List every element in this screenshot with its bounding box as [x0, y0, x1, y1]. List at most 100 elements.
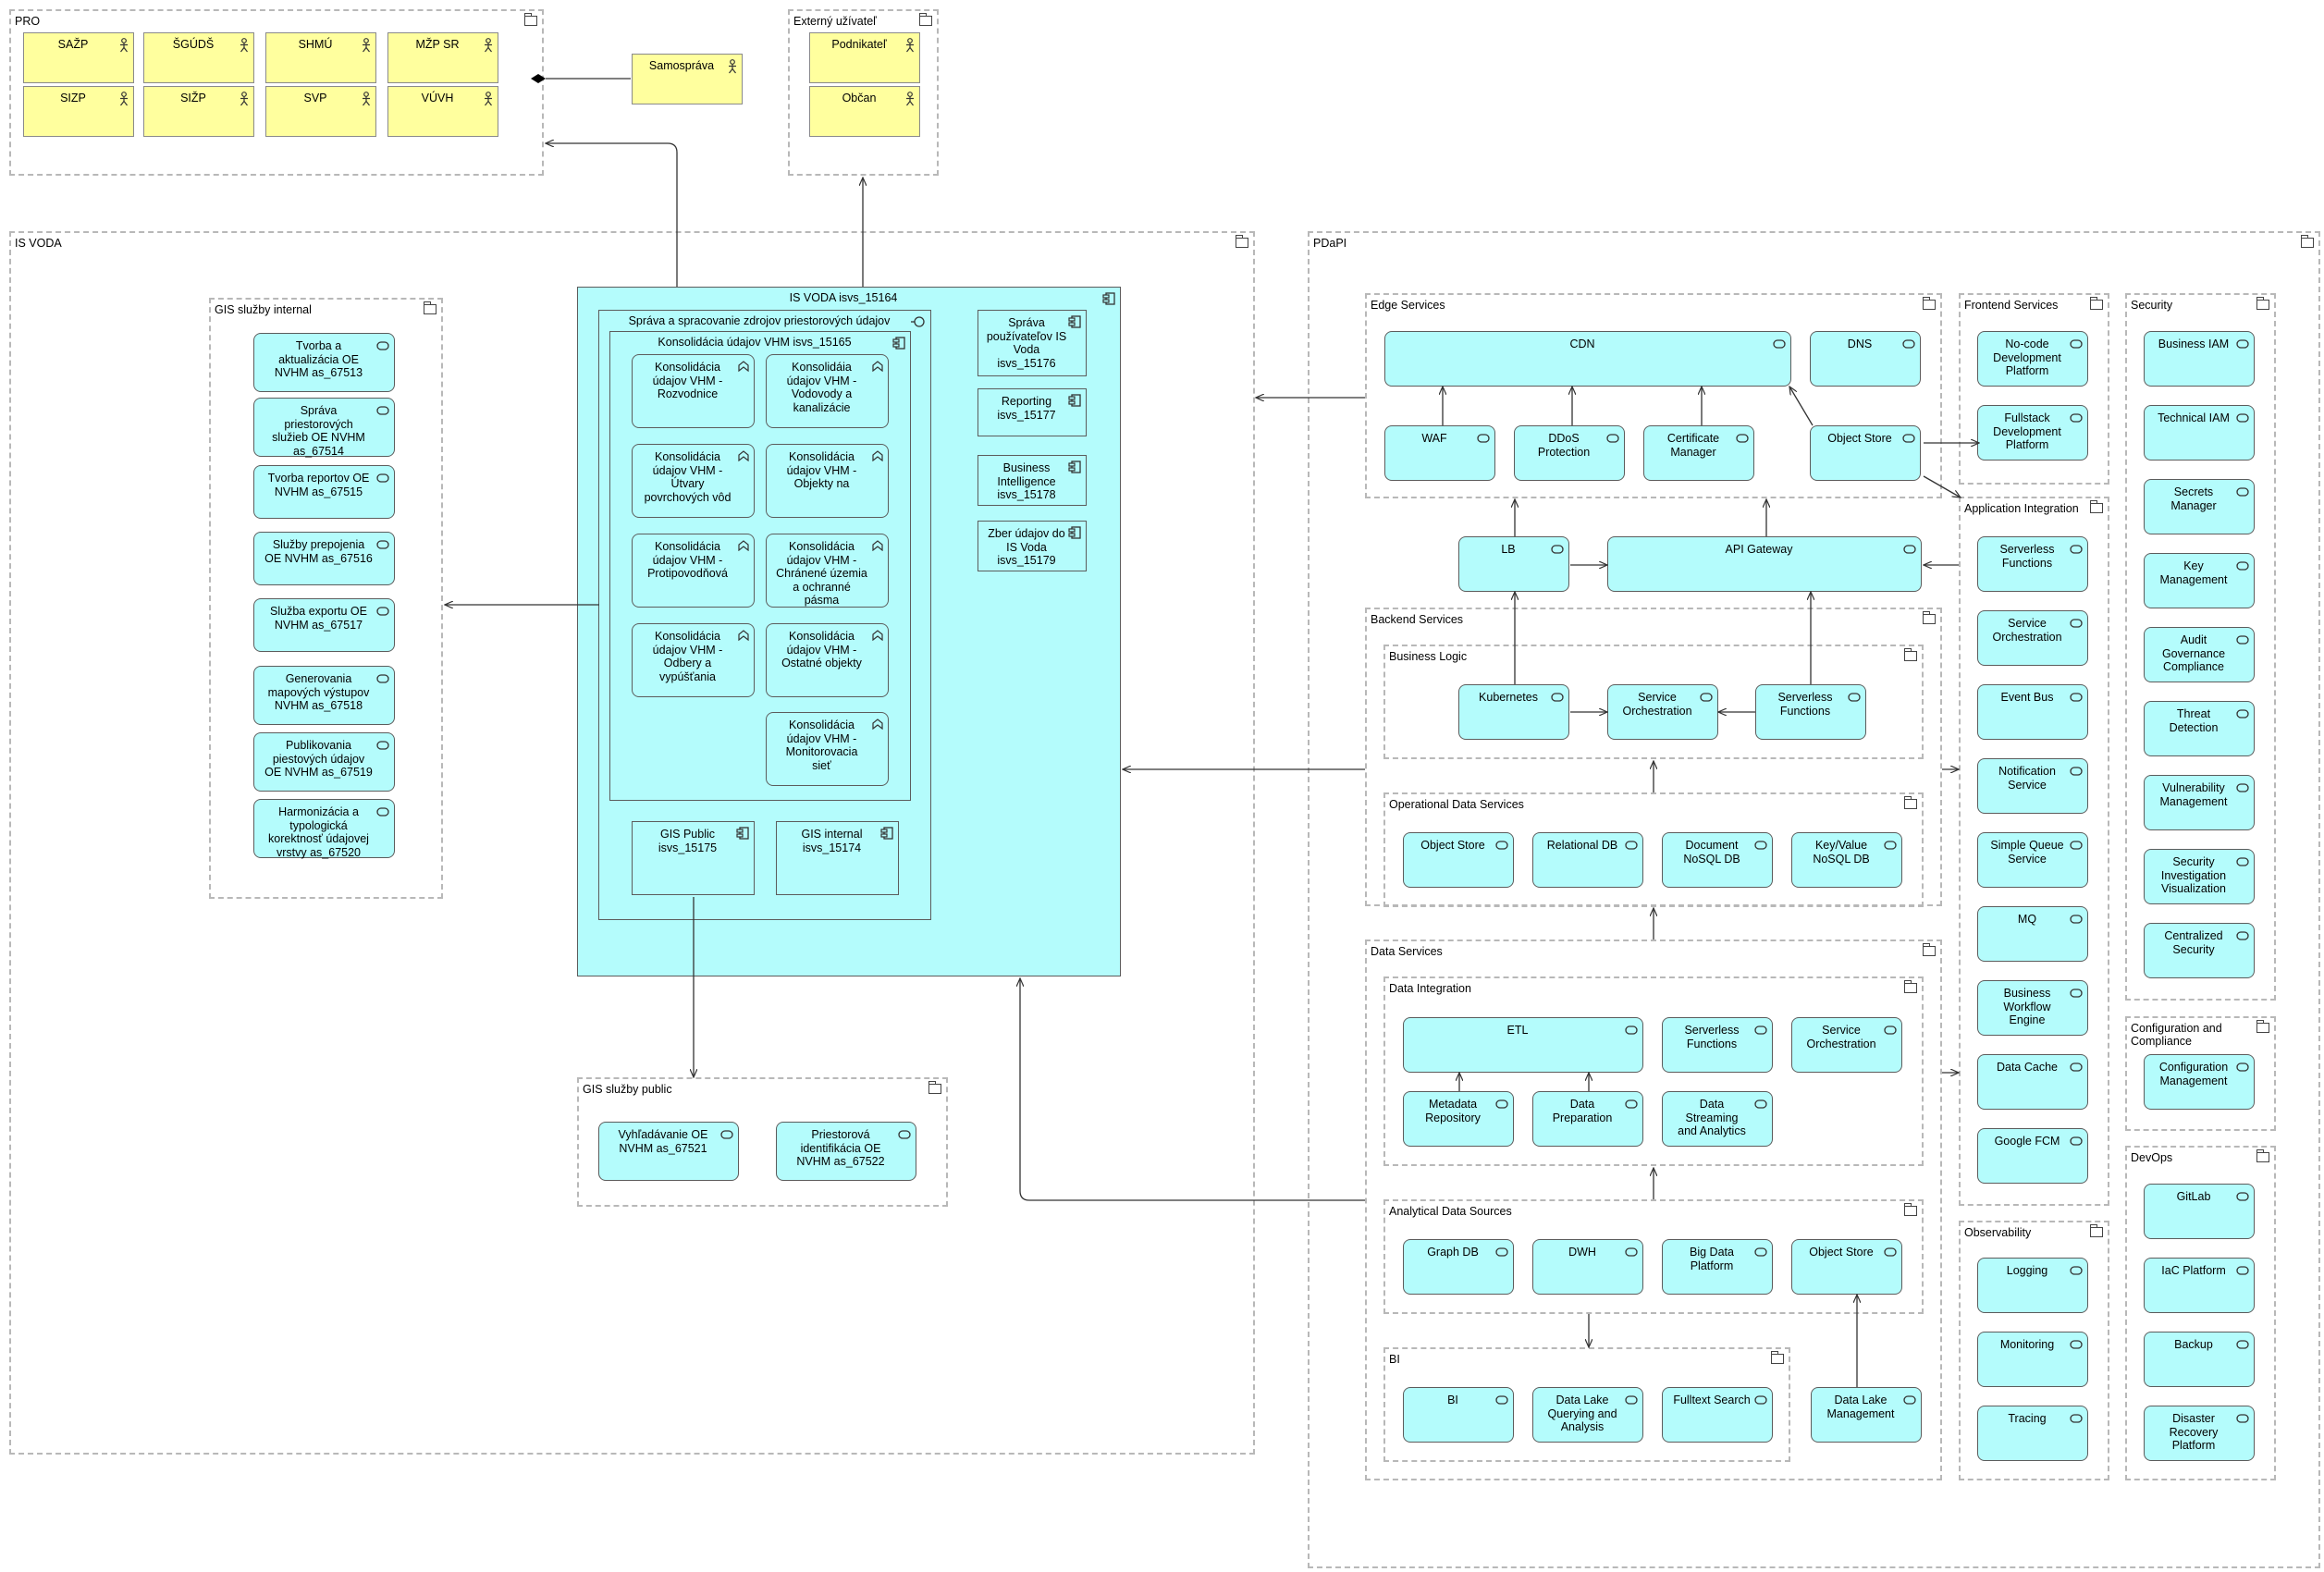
group-observability[interactable]: Observability	[1959, 1221, 2109, 1480]
service-object-store-op[interactable]: Object Store	[1403, 832, 1514, 888]
function-konsolidacia-9[interactable]: Konsolidácia údajov VHM - Monitorovacia …	[766, 712, 889, 786]
security-service-7[interactable]: Vulnerability Management	[2144, 775, 2255, 830]
group-frontend-services[interactable]: Frontend Services	[1959, 293, 2109, 485]
group-analytical-data-sources[interactable]: Analytical Data Sources	[1383, 1199, 1924, 1314]
service-big-data[interactable]: Big Data Platform	[1662, 1239, 1773, 1295]
function-konsolidacia-2[interactable]: Konsolidáia údajov VHM - Vodovody a kana…	[766, 354, 889, 428]
actor-sizp1[interactable]: SIZP	[23, 86, 134, 137]
app-integration-service-3[interactable]: Event Bus	[1977, 684, 2088, 740]
component-gis-internal[interactable]: GIS internal isvs_15174	[776, 821, 899, 895]
function-konsolidacia-6[interactable]: Konsolidácia údajov VHM - Chránené územi…	[766, 534, 889, 608]
actor-sazp[interactable]: SAŽP	[23, 32, 134, 83]
frontend-service-2[interactable]: Fullstack Development Platform	[1977, 405, 2088, 461]
group-externy-uzivatel[interactable]: Externý užívateľ	[788, 9, 939, 176]
frontend-service-1[interactable]: No-code Development Platform	[1977, 331, 2088, 387]
devops-service-2[interactable]: IaC Platform	[2144, 1258, 2255, 1313]
security-service-3[interactable]: Secrets Manager	[2144, 479, 2255, 534]
group-edge-services[interactable]: Edge Services	[1365, 293, 1942, 498]
security-service-6[interactable]: Threat Detection	[2144, 701, 2255, 756]
devops-service-4[interactable]: Disaster Recovery Platform	[2144, 1406, 2255, 1461]
observability-service-2[interactable]: Monitoring	[1977, 1332, 2088, 1387]
service-key-value-db[interactable]: Key/Value NoSQL DB	[1791, 832, 1902, 888]
group-devops[interactable]: DevOps	[2125, 1146, 2276, 1480]
app-integration-service-2[interactable]: Service Orchestration	[1977, 610, 2088, 666]
actor-mzp[interactable]: MŽP SR	[387, 32, 498, 83]
gis-public-service-2[interactable]: Priestorová identifikácia OE NVHM as_675…	[776, 1122, 916, 1181]
group-security[interactable]: Security	[2125, 293, 2276, 1001]
gis-internal-service-5[interactable]: Služba exportu OE NVHM as_67517	[253, 598, 395, 652]
app-integration-service-1[interactable]: Serverless Functions	[1977, 536, 2088, 592]
service-metadata-repository[interactable]: Metadata Repository	[1403, 1091, 1514, 1147]
function-konsolidacia-1[interactable]: Konsolidácia údajov VHM - Rozvodnice	[632, 354, 755, 428]
observability-service-3[interactable]: Tracing	[1977, 1406, 2088, 1461]
actor-obcan[interactable]: Občan	[809, 86, 920, 137]
service-data-lake-querying[interactable]: Data Lake Querying and Analysis	[1532, 1387, 1643, 1443]
function-konsolidacia-4[interactable]: Konsolidácia údajov VHM - Objekty na	[766, 444, 889, 518]
service-object-store-edge[interactable]: Object Store	[1810, 425, 1921, 481]
service-ddos-protection[interactable]: DDoS Protection	[1514, 425, 1625, 481]
security-service-2[interactable]: Technical IAM	[2144, 405, 2255, 461]
observability-service-1[interactable]: Logging	[1977, 1258, 2088, 1313]
service-relational-db[interactable]: Relational DB	[1532, 832, 1643, 888]
gis-internal-service-2[interactable]: Správa priestorových služieb OE NVHM as_…	[253, 398, 395, 458]
security-service-5[interactable]: Audit Governance Compliance	[2144, 627, 2255, 682]
actor-shmu[interactable]: SHMÚ	[265, 32, 376, 83]
devops-service-3[interactable]: Backup	[2144, 1332, 2255, 1387]
app-integration-service-8[interactable]: Data Cache	[1977, 1054, 2088, 1110]
app-integration-service-5[interactable]: Simple Queue Service	[1977, 832, 2088, 888]
service-data-preparation[interactable]: Data Preparation	[1532, 1091, 1643, 1147]
group-data-services[interactable]: Data Services	[1365, 940, 1942, 1480]
service-data-lake-management[interactable]: Data Lake Management	[1811, 1387, 1922, 1443]
function-konsolidacia-3[interactable]: Konsolidácia údajov VHM - Útvary povrcho…	[632, 444, 755, 518]
gis-internal-service-6[interactable]: Generovania mapových výstupov NVHM as_67…	[253, 666, 395, 725]
component-sprava-pouzivatelov[interactable]: Správa používateľov IS Voda isvs_15176	[978, 310, 1087, 376]
service-document-db[interactable]: Document NoSQL DB	[1662, 832, 1773, 888]
service-object-store-analytical[interactable]: Object Store	[1791, 1239, 1902, 1295]
group-gis-internal[interactable]: GIS služby internal	[209, 298, 443, 899]
function-konsolidacia-7[interactable]: Konsolidácia údajov VHM - Odbery a vypúš…	[632, 623, 755, 697]
service-fulltext-search[interactable]: Fulltext Search	[1662, 1387, 1773, 1443]
group-operational-data-services[interactable]: Operational Data Services	[1383, 792, 1924, 907]
actor-podnikatel[interactable]: Podnikateľ	[809, 32, 920, 83]
service-graph-db[interactable]: Graph DB	[1403, 1239, 1514, 1295]
gis-internal-service-7[interactable]: Publikovania piestových údajov OE NVHM a…	[253, 732, 395, 792]
group-data-integration[interactable]: Data Integration	[1383, 976, 1924, 1166]
component-reporting[interactable]: Reporting isvs_15177	[978, 388, 1087, 436]
app-integration-service-9[interactable]: Google FCM	[1977, 1128, 2088, 1184]
service-serverless-bl[interactable]: Serverless Functions	[1755, 684, 1866, 740]
security-service-9[interactable]: Centralized Security	[2144, 923, 2255, 978]
function-konsolidacia-8[interactable]: Konsolidácia údajov VHM - Ostatné objekt…	[766, 623, 889, 697]
group-pdapi[interactable]: PDaPI	[1308, 231, 2320, 1568]
actor-svp[interactable]: SVP	[265, 86, 376, 137]
component-business-intelligence[interactable]: Business Intelligence isvs_15178	[978, 455, 1087, 506]
app-integration-service-6[interactable]: MQ	[1977, 906, 2088, 962]
service-dwh[interactable]: DWH	[1532, 1239, 1643, 1295]
gis-internal-service-3[interactable]: Tvorba reportov OE NVHM as_67515	[253, 465, 395, 519]
app-integration-service-7[interactable]: Business Workflow Engine	[1977, 980, 2088, 1036]
function-konsolidacia-5[interactable]: Konsolidácia údajov VHM - Protipovodňová	[632, 534, 755, 608]
actor-vuvh[interactable]: VÚVH	[387, 86, 498, 137]
service-orchestration-di[interactable]: Service Orchestration	[1791, 1017, 1902, 1073]
service-data-streaming[interactable]: Data Streaming and Analytics	[1662, 1091, 1773, 1147]
security-service-8[interactable]: Security Investigation Visualization	[2144, 849, 2255, 904]
service-etl[interactable]: ETL	[1403, 1017, 1643, 1073]
service-serverless-di[interactable]: Serverless Functions	[1662, 1017, 1773, 1073]
gis-public-service-1[interactable]: Vyhľadávanie OE NVHM as_67521	[598, 1122, 739, 1181]
actor-sgudz[interactable]: ŠGÚDŠ	[143, 32, 254, 83]
service-waf[interactable]: WAF	[1384, 425, 1495, 481]
group-is-voda[interactable]: IS VODA	[9, 231, 1255, 1455]
group-business-logic[interactable]: Business Logic	[1383, 645, 1924, 759]
group-bi[interactable]: BI	[1383, 1347, 1790, 1462]
security-service-4[interactable]: Key Management	[2144, 553, 2255, 608]
devops-service-1[interactable]: GitLab	[2144, 1184, 2255, 1239]
component-gis-public[interactable]: GIS Public isvs_15175	[632, 821, 755, 895]
service-kubernetes[interactable]: Kubernetes	[1458, 684, 1569, 740]
security-service-1[interactable]: Business IAM	[2144, 331, 2255, 387]
service-api-gateway[interactable]: API Gateway	[1607, 536, 1922, 592]
group-application-integration[interactable]: Application Integration	[1959, 497, 2109, 1206]
service-bi[interactable]: BI	[1403, 1387, 1514, 1443]
gis-internal-service-8[interactable]: Harmonizácia a typologická korektnosť úd…	[253, 799, 395, 859]
component-zber-udajov[interactable]: Zber údajov do IS Voda isvs_15179	[978, 521, 1087, 571]
service-orchestration-bl[interactable]: Service Orchestration	[1607, 684, 1718, 740]
config-service-1[interactable]: Configuration Management	[2144, 1054, 2255, 1110]
